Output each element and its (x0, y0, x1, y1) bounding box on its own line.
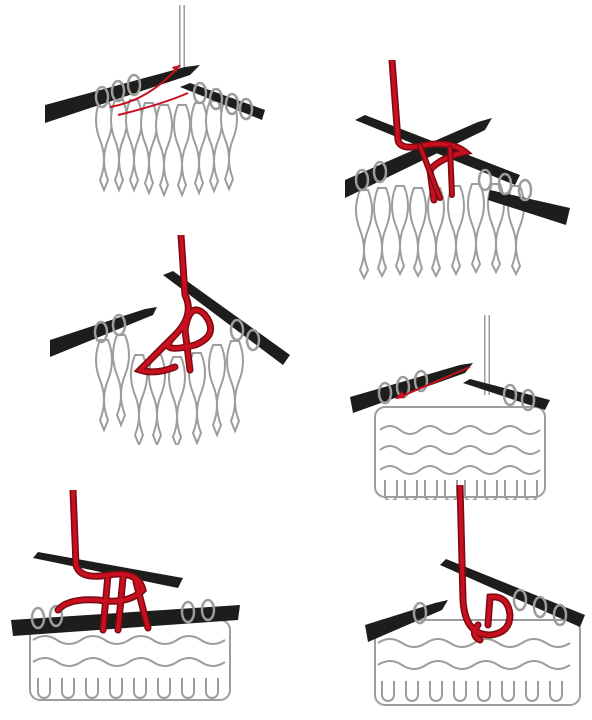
step-5-svg (8, 490, 248, 710)
step-1-svg (40, 5, 280, 205)
step-5-diagram (8, 490, 248, 710)
step-6-svg (360, 485, 590, 710)
step-3-diagram (45, 235, 295, 445)
step-1-diagram (40, 5, 280, 205)
left-needle (350, 363, 473, 413)
working-yarn (460, 485, 510, 640)
step-4-svg (345, 315, 565, 500)
step-6-diagram (360, 485, 590, 710)
knitted-fabric (96, 99, 237, 195)
knitted-fabric (375, 407, 545, 497)
right-needle (463, 379, 550, 410)
knitted-fabric (96, 335, 243, 445)
step-2-diagram (340, 60, 580, 280)
working-yarn (140, 235, 211, 372)
step-3-svg (45, 235, 295, 445)
step-2-svg (340, 60, 580, 280)
step-4-diagram (345, 315, 565, 500)
